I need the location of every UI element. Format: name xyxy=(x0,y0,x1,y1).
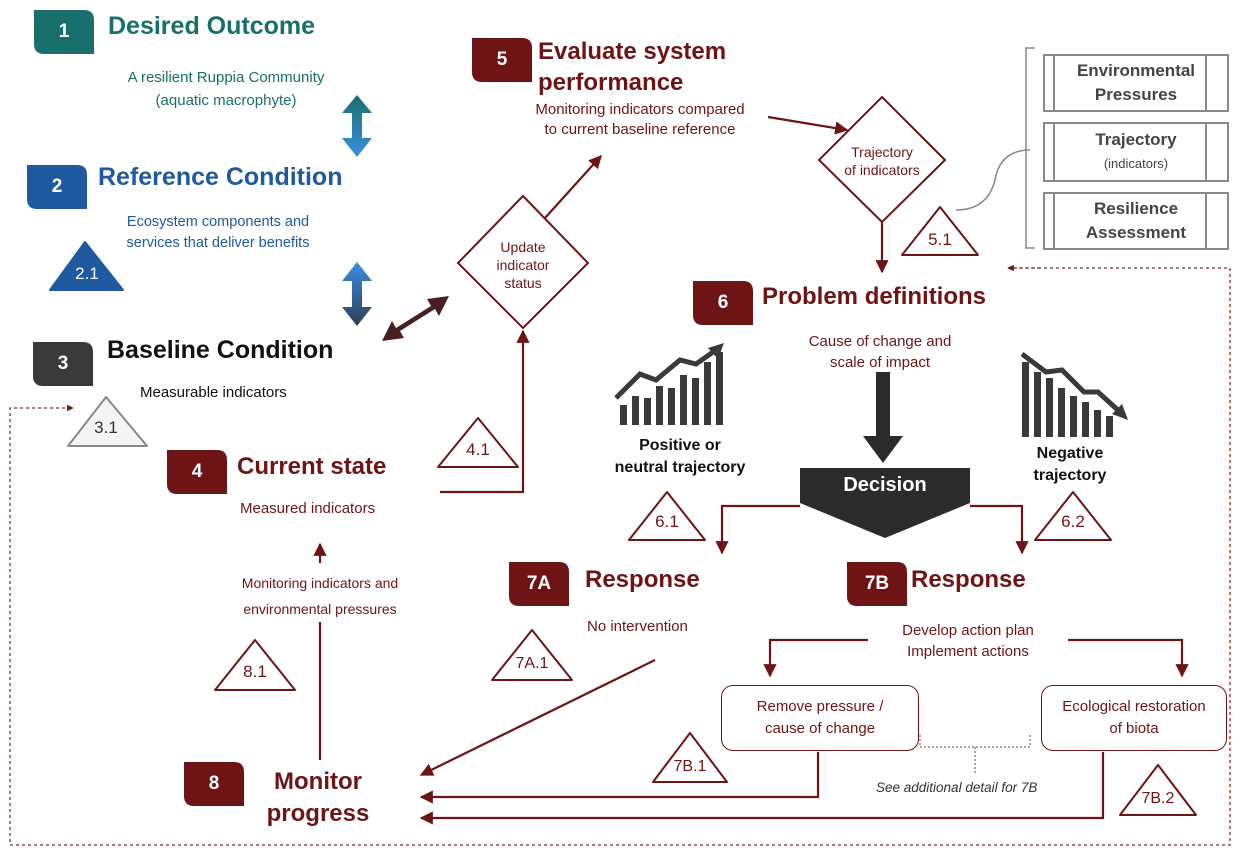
step-2-badge: 2 xyxy=(51,176,63,197)
decision-label: Decision xyxy=(843,474,927,496)
triangle-3-1-label: 3.1 xyxy=(94,418,118,437)
step-3-description: Measurable indicators xyxy=(140,384,287,401)
dashed-feedback-loop xyxy=(9,267,1231,846)
badge-1-shape xyxy=(34,10,94,54)
dotted-bracket xyxy=(919,735,1031,775)
badge-8-shape xyxy=(184,762,244,806)
triangle-2-1-label: 2.1 xyxy=(75,264,99,283)
line-5-to-trajectory xyxy=(767,115,849,135)
step-4-title: Current state xyxy=(237,453,387,480)
step-4-description: Measured indicators xyxy=(240,500,376,517)
step-4-badge: 4 xyxy=(191,461,203,482)
double-arrow-baseline-update xyxy=(382,296,449,341)
step-7b-badge: 7B xyxy=(864,573,890,594)
triangle-5-1-label: 5.1 xyxy=(928,230,952,249)
step-1-badge: 1 xyxy=(58,21,70,42)
negative-trend-icon xyxy=(1020,352,1128,437)
triangle-5-1 xyxy=(901,206,979,256)
triangle-7a-1-label: 7A.1 xyxy=(515,655,549,672)
triangle-7a-1 xyxy=(491,629,573,681)
step-3-badge: 3 xyxy=(57,353,69,374)
step-3-title: Baseline Condition xyxy=(107,336,334,364)
big-down-arrow xyxy=(863,372,903,463)
step-6-title: Problem definitions xyxy=(762,283,987,310)
line-restore-to-8 xyxy=(419,752,1105,825)
remove-pressure-box: Remove pressure /cause of change xyxy=(721,685,919,751)
triangle-6-2 xyxy=(1034,491,1112,541)
line-7a-to-8 xyxy=(419,659,656,776)
step-1-title: Desired Outcome xyxy=(108,12,316,40)
badge-6-shape xyxy=(693,281,753,325)
line-plan-to-remove xyxy=(763,638,880,678)
step-7a-badge: 7A xyxy=(526,573,552,594)
badge-7b-shape xyxy=(847,562,907,606)
triangle-8-1 xyxy=(214,639,296,691)
badge-7a-shape xyxy=(509,562,569,606)
double-arrow-1-2 xyxy=(342,95,372,157)
step-8-badge: 8 xyxy=(208,773,220,794)
line-decision-to-7a xyxy=(715,504,800,555)
triangle-4-1 xyxy=(437,417,519,468)
triangle-7b-1-label: 7B.1 xyxy=(673,758,707,775)
triangle-4-1-label: 4.1 xyxy=(466,440,490,459)
line-4-to-update xyxy=(440,329,530,494)
triangle-2-1 xyxy=(49,241,124,291)
trajectory-indicators-box: Trajectory(indicators) xyxy=(1043,122,1229,182)
additional-detail-note: See additional detail for 7B xyxy=(876,780,1038,795)
triangle-7b-2-label: 7B.2 xyxy=(1141,790,1175,807)
line-update-to-5 xyxy=(544,155,602,219)
step-1-description: A resilient Ruppia Community(aquatic mac… xyxy=(127,69,325,109)
line-plan-to-restore xyxy=(1053,638,1189,678)
badge-3-shape xyxy=(33,342,93,386)
badge-5-shape xyxy=(472,38,532,82)
step-6-badge: 6 xyxy=(717,292,729,313)
grey-bracket-connector xyxy=(955,149,1031,211)
grey-bracket xyxy=(1025,47,1035,249)
diamond-update xyxy=(456,194,590,330)
triangle-6-1-label: 6.1 xyxy=(655,512,679,531)
badge-4-shape xyxy=(167,450,227,494)
badge-2-shape xyxy=(27,165,87,209)
line-decision-to-7b xyxy=(970,504,1029,555)
triangle-7b-2 xyxy=(1119,764,1197,816)
step-5-badge: 5 xyxy=(496,49,508,70)
positive-trend-icon xyxy=(614,343,724,425)
triangle-3-1 xyxy=(67,396,148,447)
triangle-6-1 xyxy=(628,491,706,541)
double-arrow-2-3 xyxy=(342,262,372,326)
decision-shape xyxy=(800,468,970,538)
step-2-title: Reference Condition xyxy=(98,163,343,191)
step-7b-title: Response xyxy=(911,566,1026,593)
step-7a-title: Response xyxy=(585,566,700,593)
triangle-6-2-label: 6.2 xyxy=(1061,512,1085,531)
triangle-8-1-label: 8.1 xyxy=(243,662,267,681)
step-7a-description: No intervention xyxy=(587,618,688,635)
triangle-7b-1 xyxy=(652,732,728,783)
line-remove-to-8 xyxy=(419,752,820,804)
